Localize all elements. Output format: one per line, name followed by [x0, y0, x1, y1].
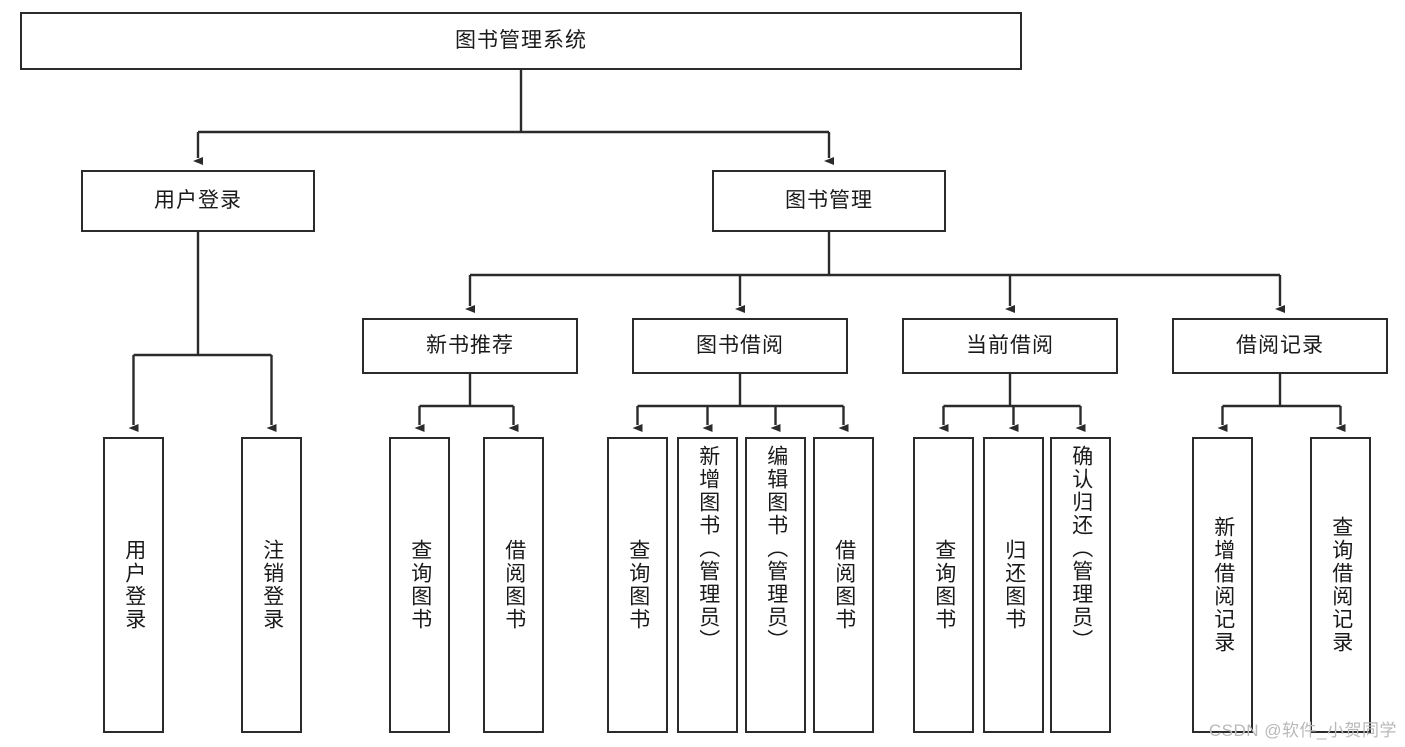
node-label: 用户登录: [122, 539, 146, 631]
node-label: 用户登录: [154, 189, 242, 213]
node-leaf-cur-1[interactable]: 查询图书: [913, 437, 974, 733]
node-current[interactable]: 当前借阅: [902, 318, 1118, 374]
node-leaf-cur-3[interactable]: 确认归还（管理员）: [1050, 437, 1111, 733]
node-label: 图书管理系统: [455, 29, 587, 53]
node-leaf-login-1[interactable]: 用户登录: [103, 437, 164, 733]
node-label: 图书管理: [785, 189, 873, 213]
node-label: 借阅记录: [1236, 334, 1324, 358]
node-root[interactable]: 图书管理系统: [20, 12, 1022, 70]
watermark-text: CSDN @软件_小贺同学: [1208, 721, 1397, 740]
node-records[interactable]: 借阅记录: [1172, 318, 1388, 374]
node-borrow[interactable]: 图书借阅: [632, 318, 848, 374]
node-leaf-new-1[interactable]: 查询图书: [389, 437, 450, 733]
node-label: 借阅图书: [832, 539, 856, 631]
node-label: 新增图书（管理员）: [696, 445, 720, 652]
node-leaf-rec-2[interactable]: 查询借阅记录: [1310, 437, 1371, 733]
node-label: 查询借阅记录: [1329, 516, 1353, 654]
node-label: 查询图书: [932, 539, 956, 631]
node-label: 图书借阅: [696, 334, 784, 358]
node-newbook[interactable]: 新书推荐: [362, 318, 578, 374]
node-label: 当前借阅: [966, 334, 1054, 358]
node-label: 借阅图书: [502, 539, 526, 631]
node-label: 归还图书: [1002, 539, 1026, 631]
node-label: 查询图书: [626, 539, 650, 631]
node-label: 查询图书: [408, 539, 432, 631]
node-bookmgmt[interactable]: 图书管理: [712, 170, 946, 232]
node-label: 确认归还（管理员）: [1069, 445, 1093, 652]
node-leaf-borrow-4[interactable]: 借阅图书: [813, 437, 874, 733]
node-label: 新书推荐: [426, 334, 514, 358]
node-leaf-borrow-2[interactable]: 新增图书（管理员）: [677, 437, 738, 733]
node-label: 注销登录: [260, 539, 284, 631]
node-label: 编辑图书（管理员）: [764, 445, 788, 652]
node-label: 新增借阅记录: [1211, 516, 1235, 654]
node-leaf-rec-1[interactable]: 新增借阅记录: [1192, 437, 1253, 733]
node-leaf-cur-2[interactable]: 归还图书: [983, 437, 1044, 733]
node-leaf-new-2[interactable]: 借阅图书: [483, 437, 544, 733]
node-leaf-borrow-1[interactable]: 查询图书: [607, 437, 668, 733]
node-leaf-borrow-3[interactable]: 编辑图书（管理员）: [745, 437, 806, 733]
node-leaf-login-2[interactable]: 注销登录: [241, 437, 302, 733]
node-login[interactable]: 用户登录: [81, 170, 315, 232]
